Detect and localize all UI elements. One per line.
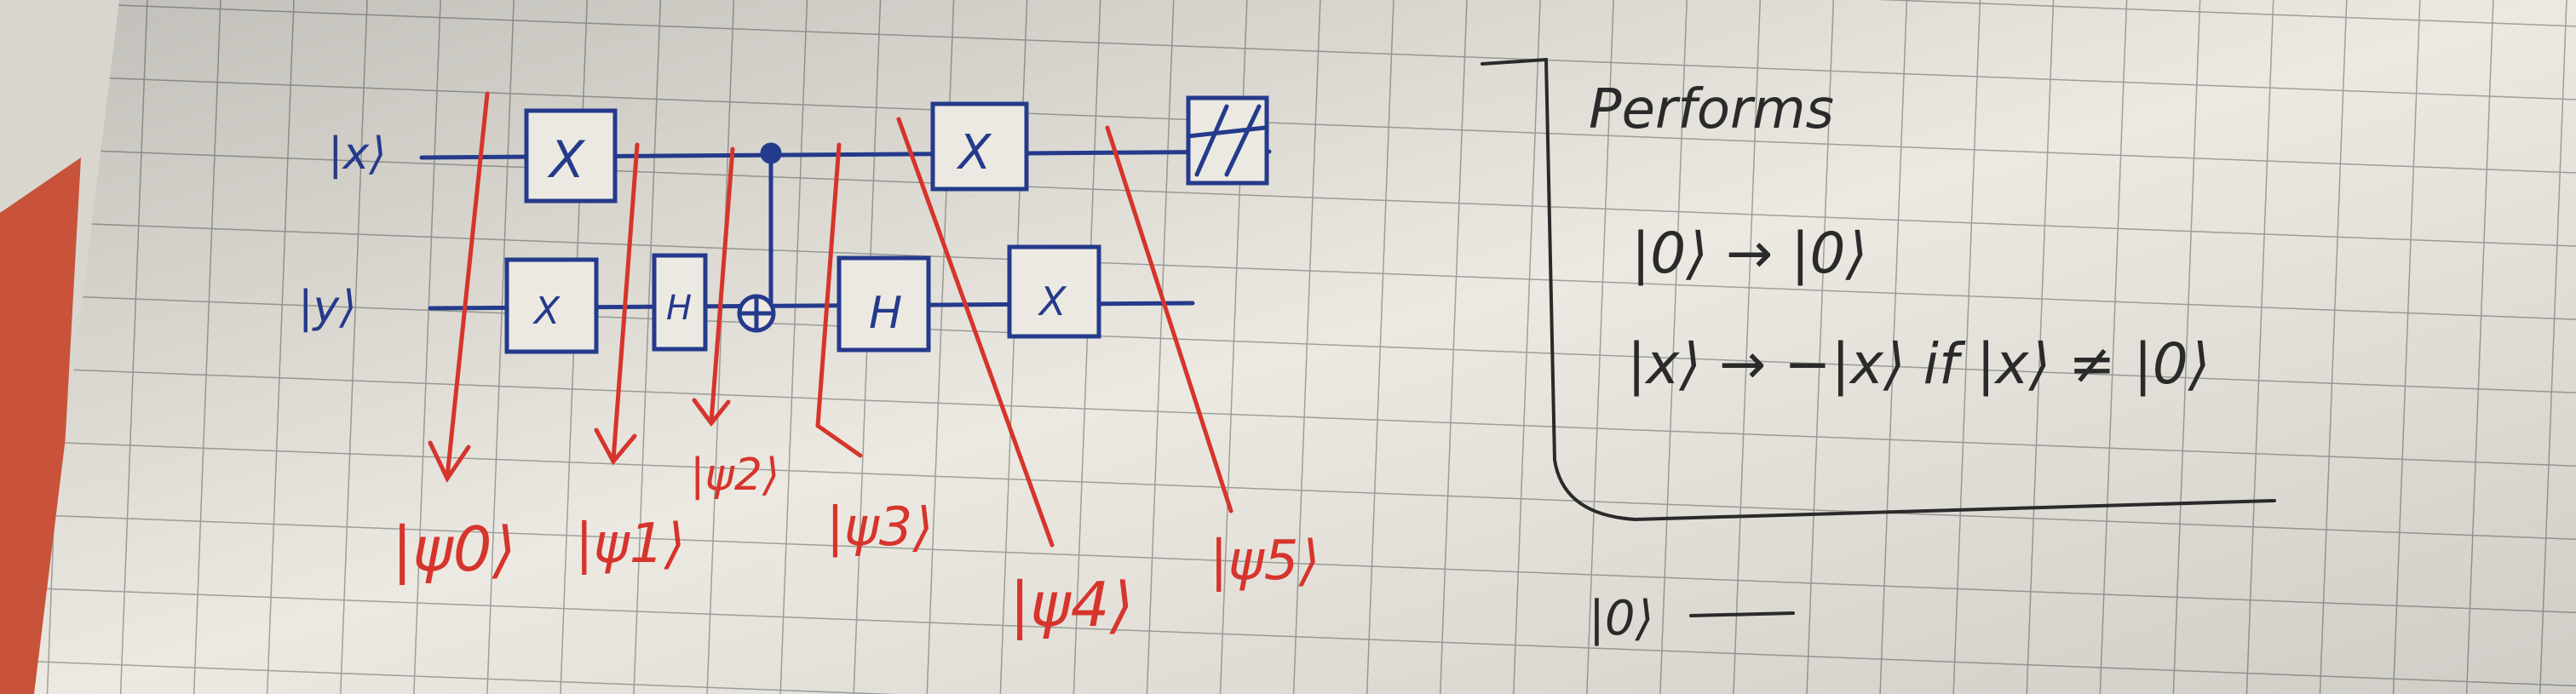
x-gate-top-2 xyxy=(930,101,1029,192)
state-arrow-1 xyxy=(611,142,640,462)
paper-shading xyxy=(34,0,2576,694)
h-gate-large xyxy=(837,255,931,353)
state-line-3 xyxy=(815,142,842,428)
notes-bottom-label: |0⟩ xyxy=(1589,591,1653,646)
state-label-2: |ψ2⟩ xyxy=(690,450,779,501)
state-label-1: |ψ1⟩ xyxy=(575,513,685,576)
top-wire-label: |x⟩ xyxy=(328,129,387,180)
cnot-control-dot xyxy=(760,142,782,164)
x-gate-bottom-1 xyxy=(504,257,599,354)
state-line-5 xyxy=(1105,125,1233,513)
x-gate-bottom-1-label: X xyxy=(532,290,561,333)
notes-bottom-wire xyxy=(1689,611,1795,617)
x-gate-top-1-label: X xyxy=(547,130,586,190)
h-gate-small-label: H xyxy=(666,289,692,328)
bottom-wire-label: |y⟩ xyxy=(298,282,357,333)
h-gate-small xyxy=(652,253,708,352)
state-label-4: |ψ4⟩ xyxy=(1009,569,1134,641)
state-arrow-0 xyxy=(445,91,490,479)
x-gate-bottom-2-label: X xyxy=(1038,278,1067,324)
x-gate-top-2-label: X xyxy=(956,125,992,181)
x-gate-top-1 xyxy=(524,108,618,204)
quantum-circuit xyxy=(419,95,1272,354)
state-label-5: |ψ5⟩ xyxy=(1210,530,1320,593)
orange-sheet xyxy=(0,158,81,694)
state-arrow-2 xyxy=(709,146,735,424)
h-gate-large-label: H xyxy=(869,288,902,339)
notes-line-1: |0⟩ → |0⟩ xyxy=(1631,221,1867,286)
state-label-3: |ψ3⟩ xyxy=(826,496,933,559)
state-label-0: |ψ0⟩ xyxy=(392,513,516,586)
notes-heading: Performs xyxy=(1589,78,1834,141)
x-gate-bottom-2 xyxy=(1007,244,1101,339)
state-markers xyxy=(428,91,1233,548)
notes-bracket xyxy=(1481,57,2276,522)
state-line-4 xyxy=(896,117,1055,548)
notes-line-2: |x⟩ → −|x⟩ if |x⟩ ≠ |0⟩ xyxy=(1627,331,2210,397)
